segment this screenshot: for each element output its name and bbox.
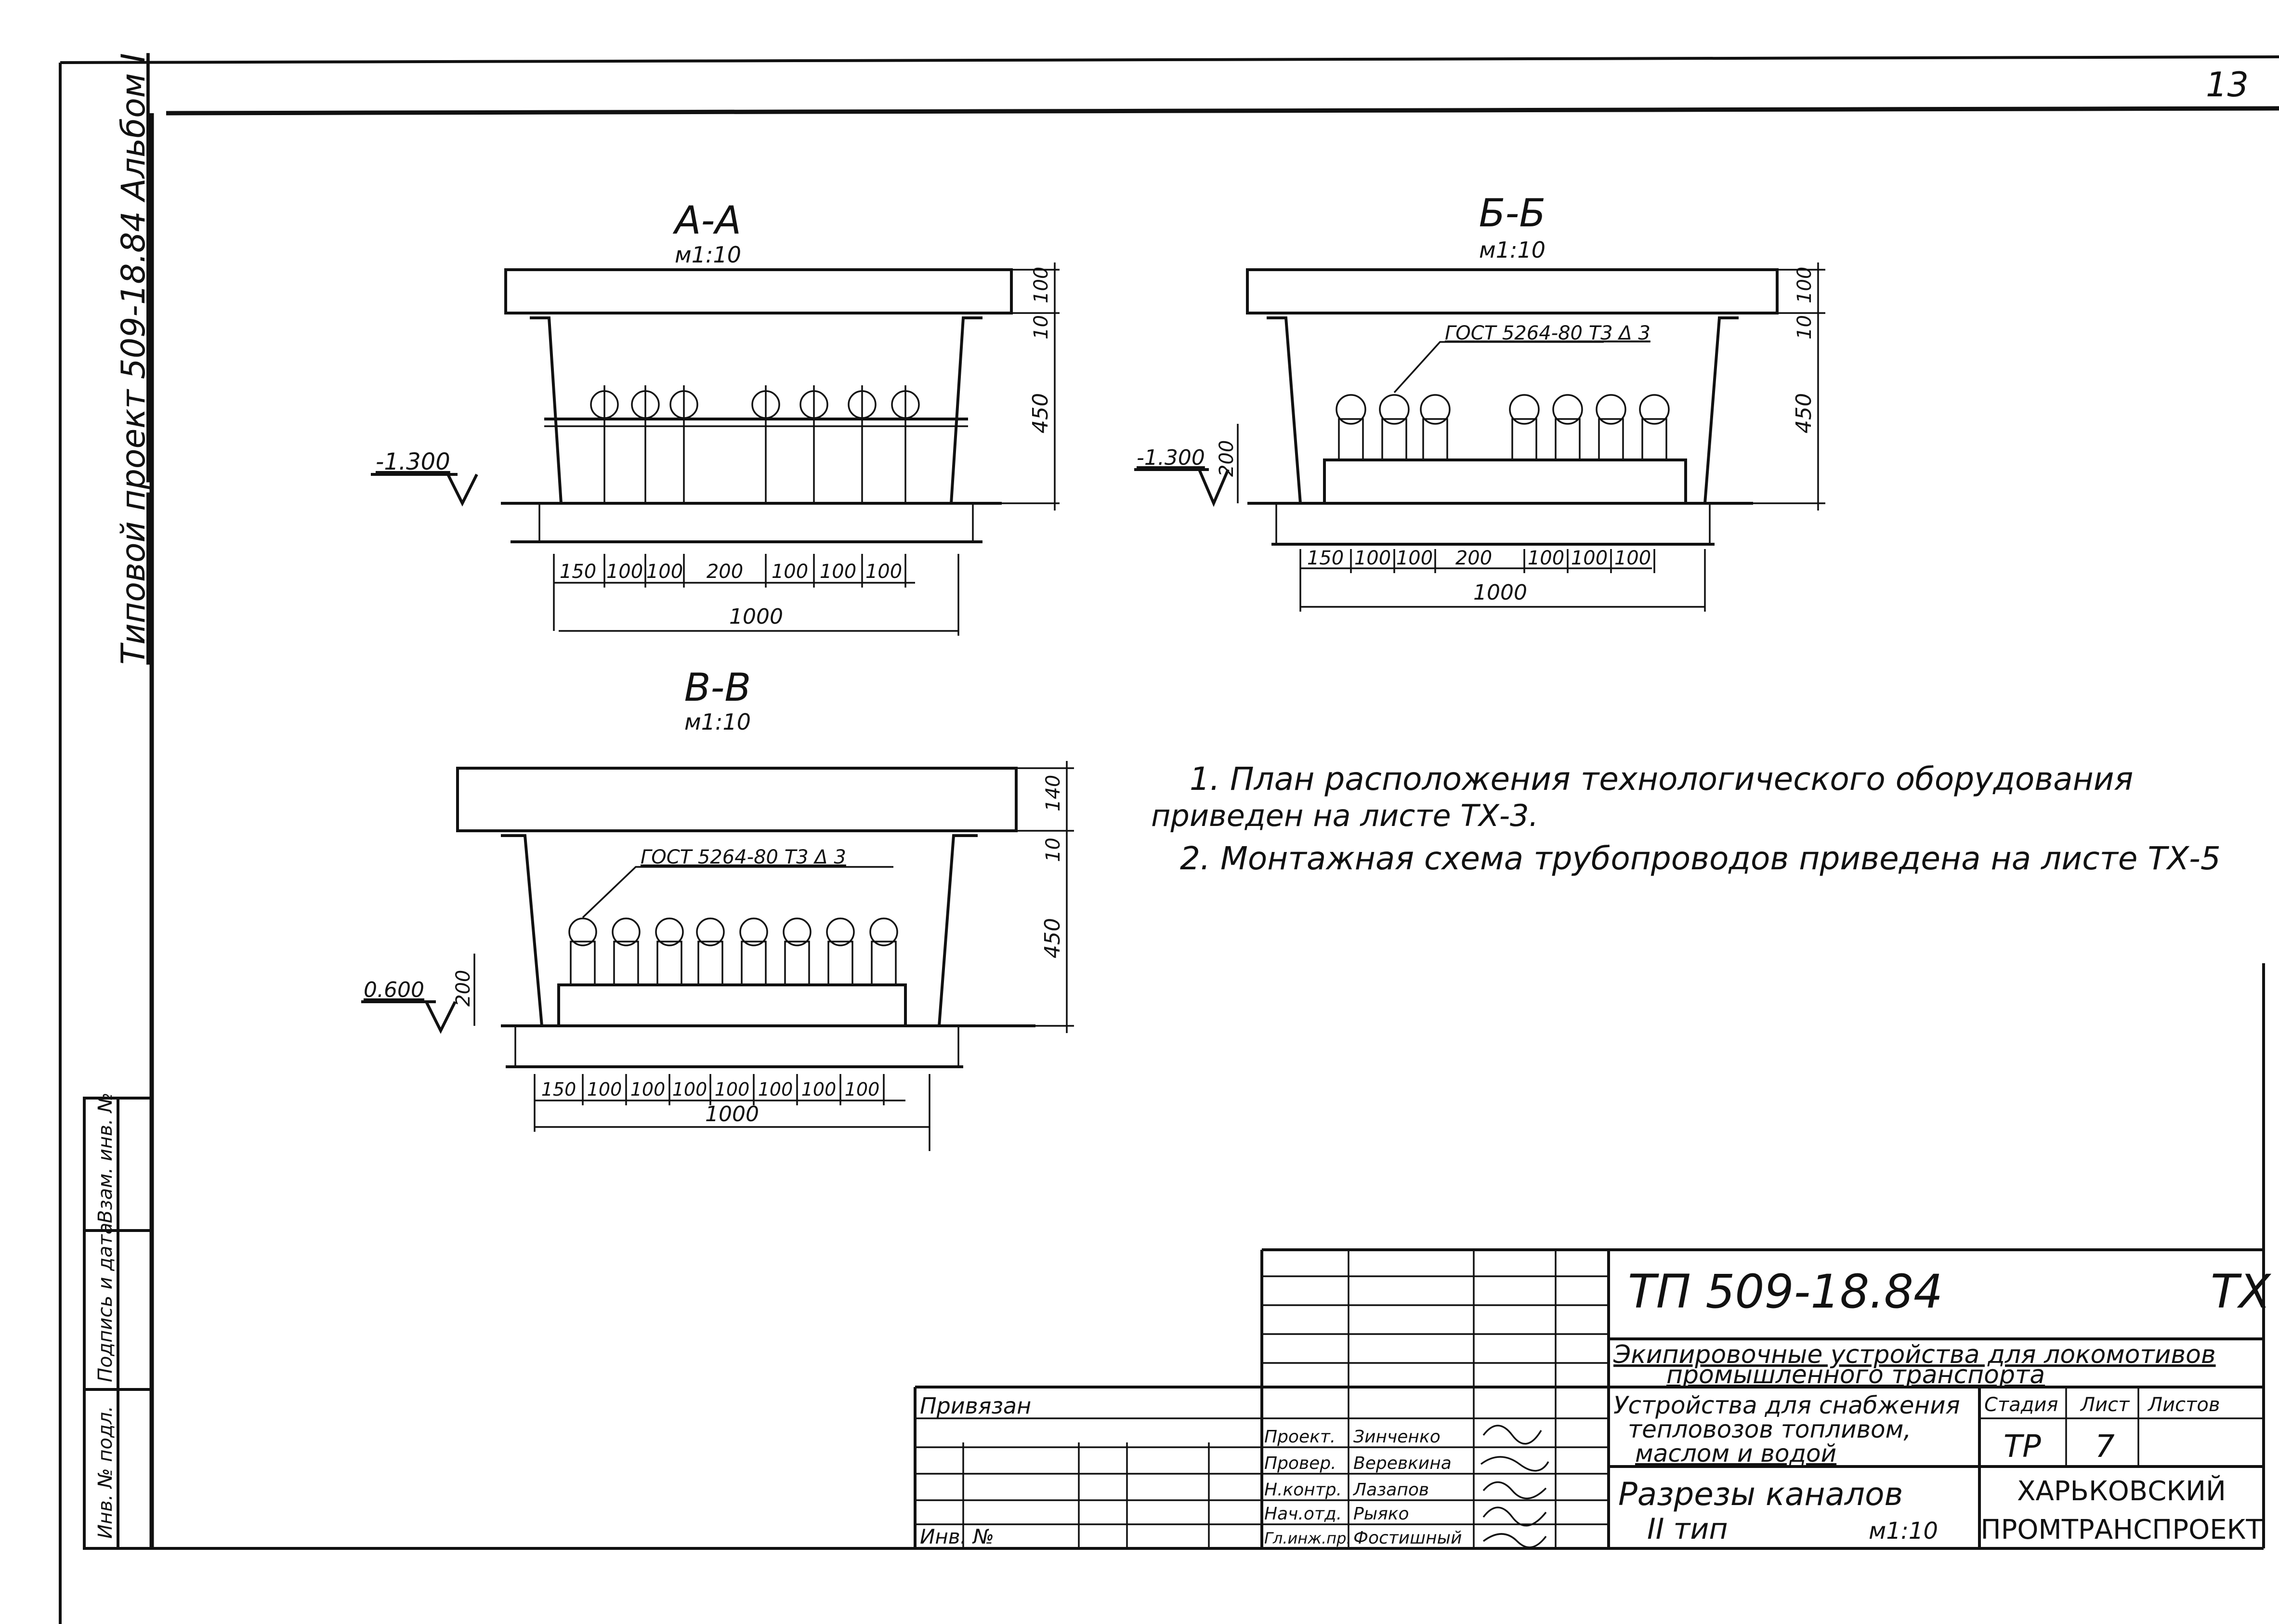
bb-dim-left: 200 <box>1216 440 1238 477</box>
sheet-frame <box>59 55 2279 1624</box>
bb-dim-2: 100 <box>1354 547 1391 569</box>
signer-role-1: Проект. <box>1264 1427 1336 1447</box>
signer-role-3: Н.контр. <box>1264 1480 1342 1500</box>
sheet-scale: м1:10 <box>1869 1518 1938 1545</box>
note-line-1: 1. План расположения технологического об… <box>1190 760 2133 798</box>
vv-dim-1: 150 <box>541 1079 576 1100</box>
sheet-number: 13 <box>2206 65 2249 105</box>
signer-role-4: Нач.отд. <box>1264 1504 1342 1524</box>
bb-dim-6: 100 <box>1571 547 1608 569</box>
bb-dim-4: 200 <box>1455 547 1492 569</box>
bb-dim-5: 100 <box>1528 547 1564 569</box>
sheet-value: 7 <box>2095 1429 2115 1465</box>
aa-pipes <box>590 385 920 503</box>
bound-label: Привязан <box>920 1393 1031 1419</box>
note-line-2: приведен на листе ТХ-3. <box>1151 798 1538 833</box>
bb-dim-right-3: 450 <box>1792 393 1816 433</box>
vv-dim-5: 100 <box>715 1079 750 1100</box>
signature-marks <box>1480 1425 1549 1548</box>
aa-dim-total: 1000 <box>729 604 783 629</box>
aa-dim-4: 200 <box>707 561 743 583</box>
side-stamp-replace: Взам. инв. № <box>94 1092 117 1223</box>
vv-dim-4: 100 <box>672 1079 707 1100</box>
vv-dim-right-3: 450 <box>1040 918 1065 958</box>
vv-dim-left: 200 <box>452 970 474 1007</box>
signer-name-2: Веревкина <box>1353 1454 1452 1473</box>
signer-role-5: Гл.инж.пр. <box>1264 1529 1351 1547</box>
vv-dim-total: 1000 <box>705 1102 759 1126</box>
bb-dim-right-1: 100 <box>1794 267 1816 303</box>
aa-dim-ticks <box>603 554 906 588</box>
vv-dim-2: 100 <box>587 1079 622 1100</box>
side-label: Типовой проект 509-18.84 Альбом I <box>115 53 153 665</box>
object-name-1: Устройства для снабжения <box>1613 1391 1960 1419</box>
aa-dim-2: 100 <box>606 561 643 583</box>
signer-name-4: Рыяко <box>1353 1504 1409 1524</box>
section-vv: В-В м1:10 ГОСТ 5264-80 Т3 Δ 3 0.600 200 <box>361 665 1074 1151</box>
side-stamp: Инв. № подл. Подпись и дата Взам. инв. № <box>83 1092 153 1550</box>
aa-dim-right-3: 450 <box>1028 393 1053 433</box>
project-title-2: промышленного транспорта <box>1666 1361 2045 1389</box>
doc-code: ТП 509-18.84 <box>1628 1265 1943 1319</box>
vv-dim-right-1: 140 <box>1042 775 1064 812</box>
bb-dim-7: 100 <box>1614 547 1651 569</box>
bb-dim-3: 100 <box>1396 547 1433 569</box>
vv-dim-8: 100 <box>845 1079 880 1100</box>
sheet-title-1: Разрезы каналов <box>1618 1476 1903 1513</box>
section-aa-scale: м1:10 <box>675 242 741 268</box>
sheets-label: Листов <box>2147 1394 2220 1416</box>
vv-dim-6: 100 <box>758 1079 793 1100</box>
section-aa-title: А-А <box>672 198 741 243</box>
vv-dim-3: 100 <box>630 1079 666 1100</box>
notes: 1. План расположения технологического об… <box>1151 760 2221 877</box>
bb-pipes <box>1336 394 1670 461</box>
section-bb-scale: м1:10 <box>1479 237 1546 263</box>
vv-dim-ticks <box>582 1074 885 1105</box>
bb-gost: ГОСТ 5264-80 Т3 Δ 3 <box>1445 322 1650 344</box>
bb-dim-right-2: 10 <box>1794 315 1816 340</box>
aa-dim-7: 100 <box>865 561 902 583</box>
vv-dim-7: 100 <box>801 1079 837 1100</box>
side-stamp-inv: Инв. № подл. <box>94 1406 117 1539</box>
aa-level: -1.300 <box>376 448 450 475</box>
signer-name-1: Зинченко <box>1353 1427 1441 1447</box>
bb-dim-1: 150 <box>1307 547 1344 569</box>
section-vv-title: В-В <box>684 665 751 710</box>
stage-value: ТР <box>2004 1429 2041 1465</box>
object-name-3: маслом и водой <box>1635 1440 1836 1467</box>
doc-mark: ТХ <box>2211 1265 2272 1319</box>
vv-gost: ГОСТ 5264-80 Т3 Δ 3 <box>641 846 846 868</box>
section-bb-title: Б-Б <box>1479 191 1546 236</box>
aa-dim-right-1: 100 <box>1030 267 1052 303</box>
bb-level: -1.300 <box>1137 445 1205 470</box>
section-bb: Б-Б м1:10 ГОСТ 5264-80 Т3 Δ 3 -1.300 200 <box>1134 191 1825 612</box>
signer-role-2: Провер. <box>1264 1454 1336 1473</box>
bb-dim-total: 1000 <box>1473 580 1527 605</box>
sheet-title-2: II тип <box>1647 1512 1728 1546</box>
note-line-3: 2. Монтажная схема трубопроводов приведе… <box>1180 840 2221 877</box>
stage-label: Стадия <box>1984 1394 2058 1416</box>
section-vv-scale: м1:10 <box>684 709 751 735</box>
org-name-2: ПРОМТРАНСПРОЕКТ <box>1980 1514 2263 1545</box>
signer-name-3: Лазапов <box>1352 1480 1429 1500</box>
object-name-2: тепловозов топливом, <box>1628 1415 1911 1443</box>
bb-dim-ticks <box>1350 549 1655 573</box>
aa-dim-5: 100 <box>772 561 808 583</box>
org-name-1: ХАРЬКОВСКИЙ <box>2017 1475 2226 1507</box>
aa-dim-3: 100 <box>646 561 683 583</box>
title-block: ТП 509-18.84 ТХ Экипировочные устройства… <box>914 1248 2272 1548</box>
aa-dim-6: 100 <box>820 561 856 583</box>
project-title-1: Экипировочные устройства для локомотивов <box>1613 1340 2216 1369</box>
aa-dim-1: 150 <box>560 561 596 583</box>
vv-pipes <box>568 917 898 986</box>
side-stamp-sign: Подпись и дата <box>94 1223 117 1382</box>
vv-dim-right-2: 10 <box>1042 838 1064 862</box>
signer-name-5: Фостишный <box>1353 1528 1462 1548</box>
aa-dim-right-2: 10 <box>1030 315 1052 340</box>
section-aa: А-А м1:10 -1.300 <box>371 198 1060 636</box>
inv-label: Инв. № <box>920 1525 994 1548</box>
sheet-label: Лист <box>2080 1394 2130 1416</box>
vv-level: 0.600 <box>364 978 424 1002</box>
